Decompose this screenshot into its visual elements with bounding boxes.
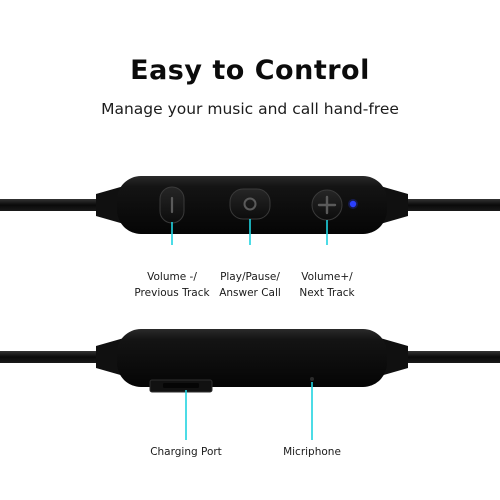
label-microphone: Micriphone: [257, 444, 367, 460]
label-volume-up: Volume+/ Next Track: [272, 269, 382, 301]
label-play-pause: Play/Pause/ Answer Call: [195, 269, 305, 301]
label-charging-port: Charging Port: [126, 444, 246, 460]
page-subtitle: Manage your music and call hand-free: [101, 100, 399, 118]
remote-callouts: [171, 219, 328, 245]
label-charging-port-text: Charging Port: [150, 446, 222, 458]
remote-control: [0, 176, 500, 234]
strain-relief-left: [96, 186, 124, 224]
label-microphone-text: Micriphone: [283, 446, 341, 458]
strain-relief-left-2: [96, 338, 124, 376]
battery-module: [0, 329, 500, 393]
microphone-hole: [310, 377, 314, 381]
label-volume-down-line2: Previous Track: [134, 287, 210, 299]
cable-left-2: [0, 351, 100, 363]
label-play-pause-line1: Play/Pause/: [220, 271, 280, 283]
circle-icon: [243, 197, 257, 211]
volume-down-button[interactable]: [159, 186, 185, 224]
status-led: [349, 200, 357, 208]
volume-up-button[interactable]: [311, 189, 343, 221]
label-volume-down: Volume -/ Previous Track: [112, 269, 232, 301]
battery-callouts: [185, 382, 313, 440]
label-play-pause-line2: Answer Call: [219, 287, 281, 299]
cable-right-2: [405, 351, 500, 363]
label-volume-down-line1: Volume -/: [147, 271, 197, 283]
cable-left: [0, 199, 100, 211]
plus-icon: [317, 195, 337, 215]
label-volume-up-line1: Volume+/: [301, 271, 353, 283]
page-title: Easy to Control: [130, 55, 370, 86]
play-pause-button[interactable]: [229, 188, 271, 220]
label-volume-up-line2: Next Track: [299, 287, 355, 299]
strain-relief-right-2: [380, 338, 408, 376]
battery-body: [117, 329, 387, 387]
strain-relief-right: [380, 186, 408, 224]
cable-right: [405, 199, 500, 211]
